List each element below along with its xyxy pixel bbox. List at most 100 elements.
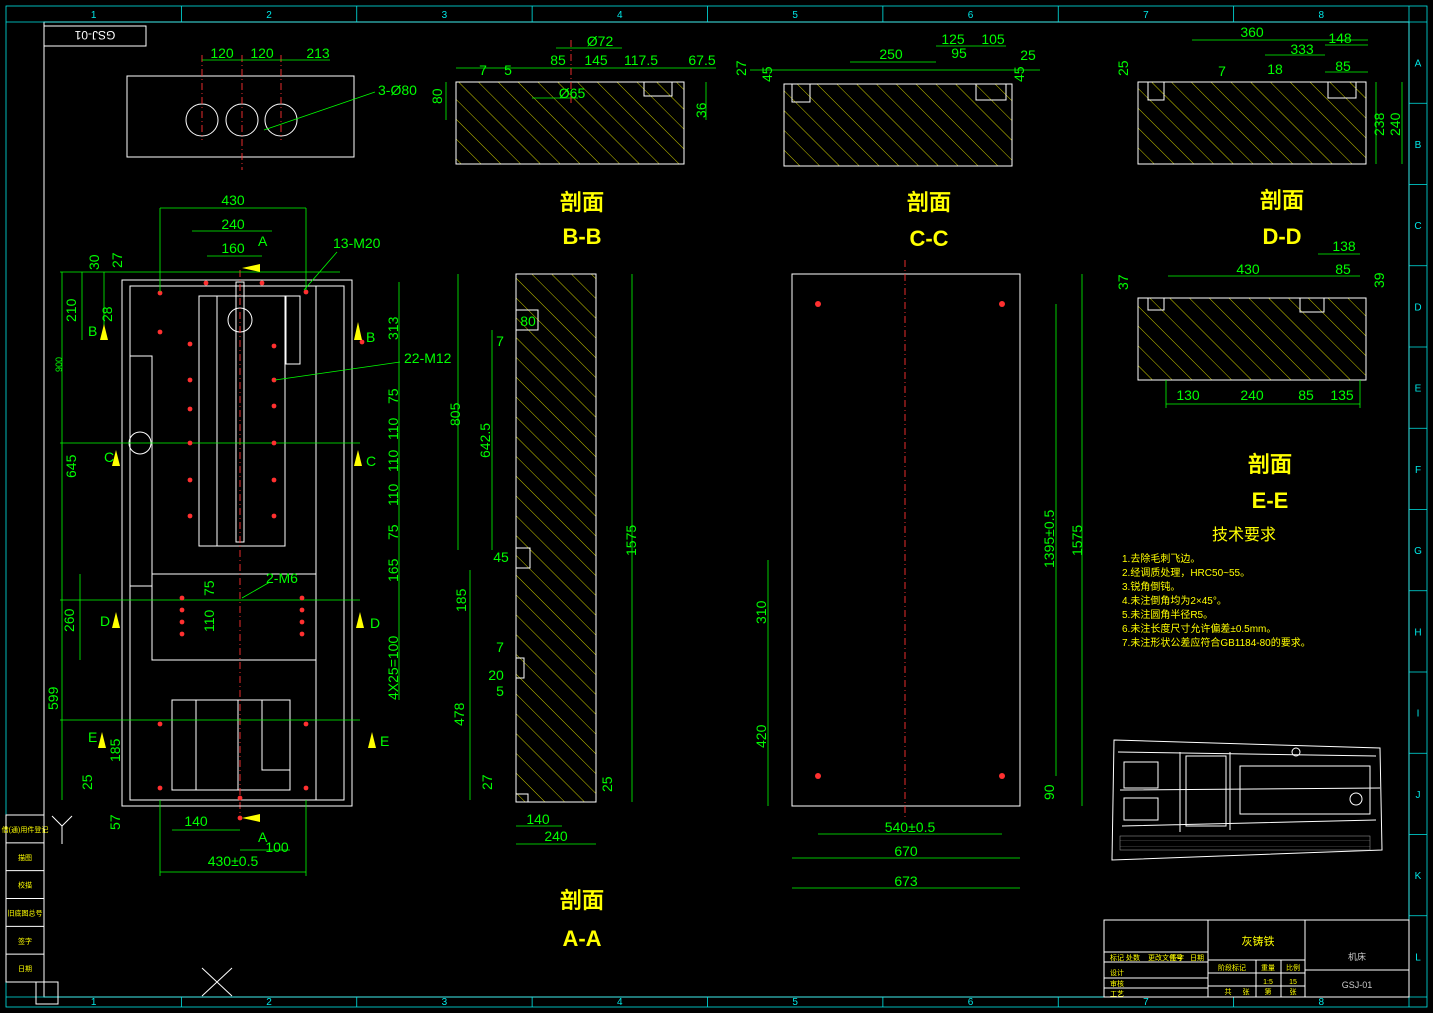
svg-text:540±0.5: 540±0.5 [885, 819, 936, 835]
svg-text:805: 805 [447, 402, 463, 426]
svg-text:185: 185 [453, 588, 469, 612]
grid-row-right: L [1415, 952, 1421, 963]
svg-text:B: B [88, 323, 97, 339]
svg-text:3-Ø80: 3-Ø80 [378, 82, 417, 98]
svg-text:95: 95 [951, 45, 967, 61]
svg-text:599: 599 [45, 686, 61, 710]
sheet-count: 15 [1289, 979, 1297, 986]
svg-text:25: 25 [1115, 60, 1131, 76]
hole-mark [179, 607, 185, 613]
svg-text:1575: 1575 [623, 525, 639, 556]
grid-col-top: 6 [968, 10, 974, 21]
svg-text:25: 25 [1020, 47, 1036, 63]
tech-item: 7.未注形状公差应符合GB1184-80的要求。 [1122, 636, 1311, 649]
svg-text:18: 18 [1267, 61, 1283, 77]
svg-text:30: 30 [86, 254, 102, 270]
title-block-label: 处数 [1126, 953, 1140, 962]
svg-text:E-E: E-E [1252, 488, 1289, 513]
title-block: 灰铸铁 机床 GSJ-01 1:5 15 标记处数更改文件号签字日期设计审核工艺… [1103, 919, 1410, 998]
svg-text:900: 900 [54, 357, 64, 372]
grid-col-bottom: 2 [266, 997, 272, 1008]
title-block-label: 签字 [1170, 953, 1184, 962]
svg-text:39: 39 [1371, 272, 1387, 288]
svg-text:85: 85 [1298, 387, 1314, 403]
svg-text:75: 75 [385, 388, 401, 404]
svg-text:1395±0.5: 1395±0.5 [1041, 509, 1057, 568]
title-drawing-number: GSJ-01 [1342, 980, 1373, 990]
grid-col-bottom: 1 [91, 997, 97, 1008]
title-block-label: 重量 [1261, 964, 1275, 972]
svg-text:25: 25 [599, 776, 615, 792]
svg-text:25: 25 [79, 774, 95, 790]
svg-text:7: 7 [496, 639, 504, 655]
hole-mark [359, 339, 365, 345]
svg-text:D-D: D-D [1262, 224, 1301, 249]
grid-row-right: J [1416, 790, 1421, 801]
hole-mark [187, 406, 193, 412]
hole-mark [271, 343, 277, 349]
top-view-holes: 120 120 213 3-Ø80 [126, 45, 417, 170]
svg-text:36: 36 [693, 102, 709, 118]
grid-col-top: 4 [617, 10, 623, 21]
title-block-label: 设计 [1110, 968, 1124, 977]
title-block-label: 张 [1243, 987, 1250, 996]
section-cc: 250 125 105 95 25 27 45 45 剖面 C-C [733, 31, 1040, 251]
isometric-thumbnail [1111, 739, 1383, 861]
plan-view: 430 240 160 A A 13-M20 22-M12 2-M6 30 27… [45, 192, 452, 876]
svg-text:45: 45 [493, 549, 509, 565]
svg-text:430: 430 [1236, 261, 1260, 277]
grid-col-bottom: 5 [792, 997, 798, 1008]
svg-text:85: 85 [1335, 58, 1351, 74]
grid-col-bottom: 7 [1143, 997, 1149, 1008]
cross-mark [201, 967, 233, 997]
svg-text:7: 7 [479, 62, 487, 78]
svg-text:C-C: C-C [909, 226, 948, 251]
grid-row-right: C [1414, 221, 1421, 232]
hole-mark [259, 280, 265, 286]
hole-mark [157, 785, 163, 791]
svg-text:478: 478 [451, 702, 467, 726]
part-name: 机床 [1348, 951, 1366, 962]
svg-text:剖面: 剖面 [1260, 188, 1304, 213]
svg-text:240: 240 [221, 216, 245, 232]
svg-text:310: 310 [753, 600, 769, 624]
svg-text:B-B: B-B [562, 224, 601, 249]
svg-text:120: 120 [210, 45, 234, 61]
material: 灰铸铁 [1242, 934, 1275, 948]
svg-text:148: 148 [1328, 30, 1352, 46]
tech-item: 6.未注长度尺寸允许偏差±0.5mm。 [1122, 622, 1276, 635]
title-block-label: 第 [1265, 987, 1272, 996]
svg-text:110: 110 [201, 609, 217, 632]
svg-text:130: 130 [1176, 387, 1200, 403]
svg-text:240: 240 [1387, 112, 1403, 136]
section-aa: 80 7 805 642.5 45 1575 185 7 20 5 478 27… [447, 273, 639, 951]
technical-requirements: 技术要求 1.去除毛刺飞边。2.经调质处理，HRC50~55。3.锐角倒钝。4.… [1122, 526, 1311, 649]
svg-text:110: 110 [385, 449, 401, 472]
title-block-label: 共 [1225, 987, 1232, 996]
svg-text:27: 27 [733, 60, 749, 76]
hole-mark [299, 631, 305, 637]
hole-mark [271, 377, 277, 383]
hole-mark [187, 377, 193, 383]
hole-mark [303, 785, 309, 791]
section-ee: 138 430 85 37 39 130 240 85 135 剖面 E-E [1115, 238, 1387, 513]
datum-symbol [51, 815, 73, 844]
svg-text:C: C [366, 453, 376, 469]
title-block-label: 比例 [1286, 963, 1300, 972]
svg-text:642.5: 642.5 [477, 423, 493, 458]
svg-text:213: 213 [306, 45, 330, 61]
grid-row-right: B [1415, 140, 1422, 151]
svg-text:160: 160 [221, 240, 245, 256]
svg-text:140: 140 [526, 811, 550, 827]
svg-text:110: 110 [385, 417, 401, 440]
hole-mark [179, 631, 185, 637]
title-block-label: 阶段标记 [1218, 963, 1246, 972]
grid-col-bottom: 4 [617, 997, 623, 1008]
left-strip-label: 借(通)用件登记 [2, 825, 49, 834]
hole-mark [271, 403, 277, 409]
svg-text:B: B [366, 329, 375, 345]
section-dd: 360 333 148 18 85 7 25 238 240 剖面 D-D [1115, 24, 1403, 249]
svg-text:125: 125 [941, 31, 965, 47]
svg-text:27: 27 [109, 252, 125, 268]
svg-text:240: 240 [544, 828, 568, 844]
